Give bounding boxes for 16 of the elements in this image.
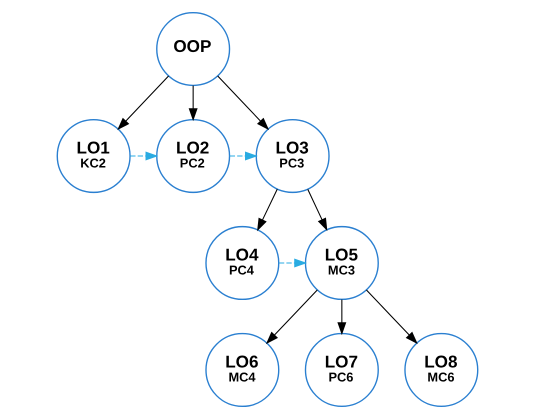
arrow [256, 188, 278, 232]
node-circle: LO2 PC2 [156, 118, 230, 194]
node-circle: OOP [156, 12, 230, 86]
arrow [116, 76, 168, 130]
arrow [216, 76, 269, 130]
arrow [188, 86, 198, 122]
arrow [278, 258, 307, 268]
node-circle: LO4 PC4 [204, 226, 279, 300]
arrow [366, 290, 418, 344]
arrow [336, 300, 346, 336]
node-circle: LO5 MC3 [304, 226, 378, 300]
arrow [229, 152, 258, 160]
arrow [306, 189, 327, 231]
arrow [130, 152, 158, 160]
arrow [265, 290, 318, 344]
node-circle: LO7 PC6 [304, 332, 378, 408]
